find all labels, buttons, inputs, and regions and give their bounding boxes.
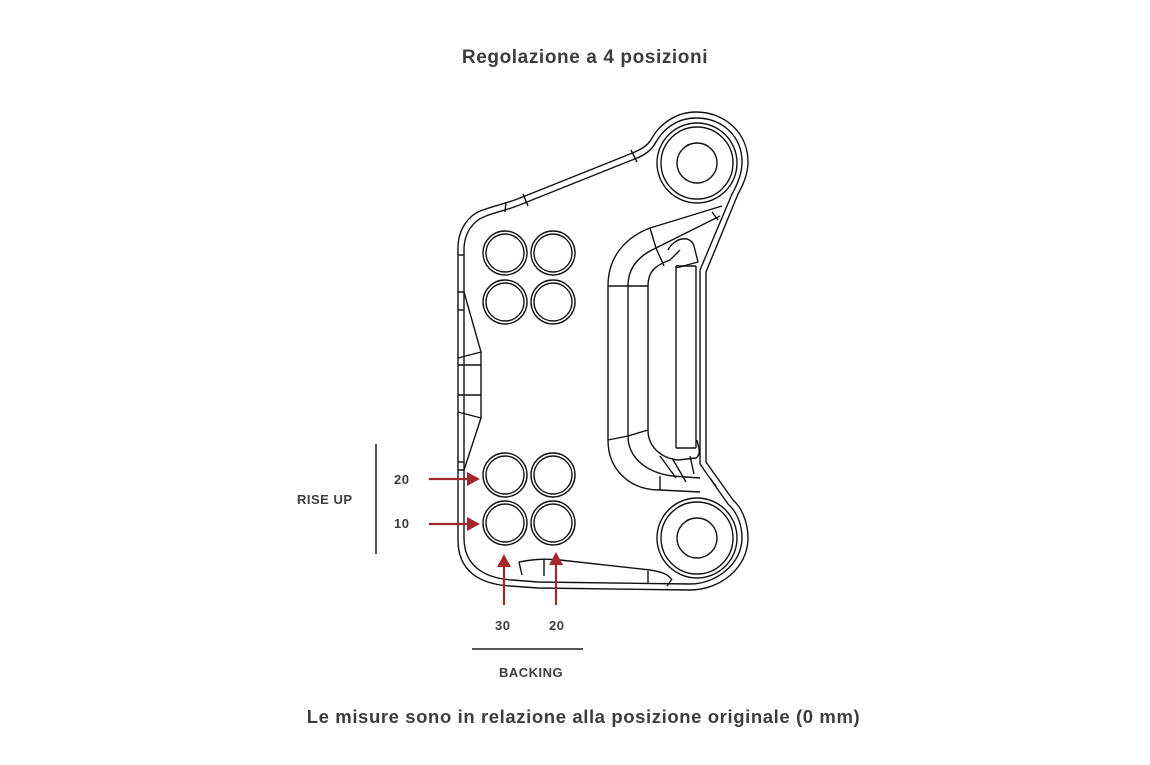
lower-peg-holes bbox=[482, 452, 576, 546]
backing-label: BACKING bbox=[499, 665, 564, 680]
plate-inner-edge bbox=[463, 117, 743, 585]
rise-up-label: RISE UP bbox=[297, 492, 353, 507]
rise-arrow-20 bbox=[429, 472, 480, 486]
backing-arrow-30 bbox=[497, 554, 511, 605]
rise-up-value-20: 20 bbox=[394, 472, 410, 487]
top-pivot-hole bbox=[676, 142, 718, 184]
backing-value-20: 20 bbox=[549, 618, 565, 633]
diagram-title: Regolazione a 4 posizioni bbox=[461, 47, 709, 68]
peg-hole-rise-10-back-20 bbox=[530, 500, 576, 546]
peg-hole-rise-10-back-30 bbox=[482, 500, 528, 546]
top-pivot-outer bbox=[656, 122, 738, 204]
upper-peg-holes bbox=[482, 230, 576, 325]
rise-up-value-10: 10 bbox=[394, 516, 410, 531]
rise-arrow-10 bbox=[429, 517, 480, 531]
plate-outer-edge bbox=[457, 111, 749, 591]
bottom-pivot-outer bbox=[656, 497, 738, 579]
pocket-inner bbox=[647, 249, 700, 461]
peg-hole-rise-20-back-20 bbox=[530, 452, 576, 498]
backing-value-30: 30 bbox=[495, 618, 511, 633]
plate-outline bbox=[457, 111, 749, 591]
measurement-note: Le misure sono in relazione alla posizio… bbox=[306, 706, 861, 727]
peg-hole-rise-20-back-30 bbox=[482, 452, 528, 498]
backing-arrow-20 bbox=[549, 552, 563, 605]
bottom-pivot-hole bbox=[676, 517, 718, 559]
pocket-outer bbox=[607, 205, 723, 493]
